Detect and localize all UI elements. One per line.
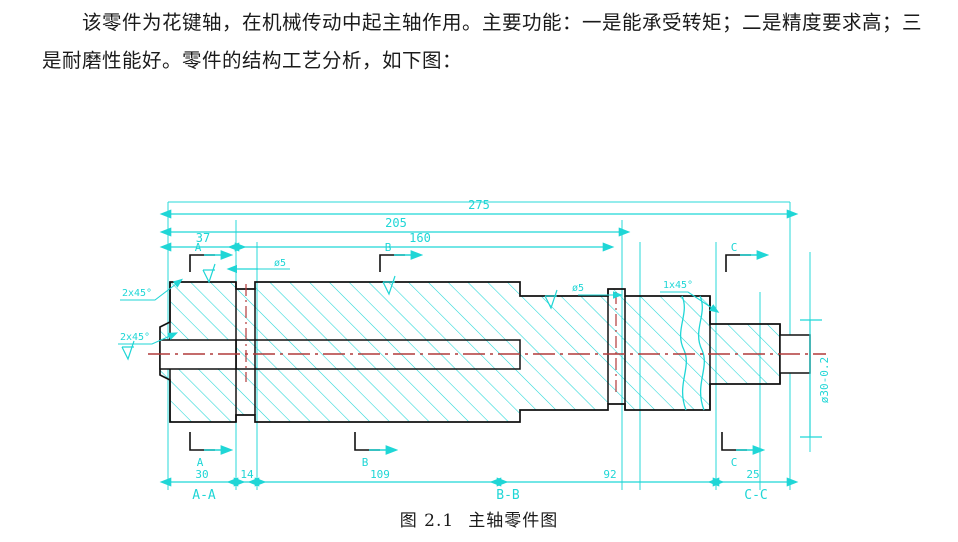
figure-caption-text: 主轴零件图 [468, 511, 559, 531]
dimension-109: 109 [247, 468, 509, 487]
chamfer-note-right-label: 1x45° [663, 280, 693, 291]
section-marker-a-bottom-label: A [197, 456, 204, 469]
dimension-205-label: 205 [385, 216, 407, 230]
section-title-cc: C-C [744, 488, 767, 500]
technical-drawing-figure: 275 205 160 37 A [0, 92, 958, 500]
cad-drawing-canvas: 275 205 160 37 A [0, 92, 958, 500]
hole-label-right-text: ø5 [572, 283, 584, 294]
dimension-160-label: 160 [409, 231, 431, 245]
dimension-30-label: 30 [195, 468, 208, 481]
section-title-cc-label: C-C [744, 488, 767, 500]
hole-label-left-text: ø5 [274, 258, 286, 269]
part-body-outline [159, 281, 781, 423]
dimension-25-label: 25 [746, 468, 759, 481]
dimension-92: 92 [489, 468, 725, 487]
surface-finish-symbol-2 [382, 275, 396, 296]
dimension-205: 205 [159, 216, 631, 237]
section-marker-b-top: B [379, 241, 424, 272]
dimension-14-label: 14 [240, 468, 254, 481]
section-marker-c-top-label: C [731, 241, 738, 254]
section-marker-b-bottom: B [354, 432, 399, 469]
section-marker-c-bottom-label: C [731, 456, 738, 469]
dimension-37-label: 37 [196, 231, 210, 245]
section-title-bb-label: B-B [496, 488, 520, 500]
chamfer-note-bottom-left-label: 2x45° [120, 332, 150, 343]
dimension-109-label: 109 [370, 468, 390, 481]
section-marker-c-bottom: C [721, 432, 766, 469]
dimension-275: 275 [159, 198, 799, 219]
dimension-37: 37 [159, 231, 247, 252]
dimension-30: 30 [159, 468, 246, 487]
surface-finish-symbol-4 [121, 340, 135, 361]
body-paragraph: 该零件为花键轴，在机械传动中起主轴作用。主要功能：一是能承受转矩；二是精度要求高… [42, 4, 922, 80]
section-marker-a-top-label: A [195, 241, 202, 254]
section-marker-a-bottom: A [189, 432, 234, 469]
dimension-160: 160 [227, 231, 615, 252]
section-marker-a-top: A [189, 241, 234, 272]
section-title-aa-label: A-A [192, 488, 216, 500]
diameter-note-right-label: ø30-0.2 [818, 357, 831, 403]
hole-label-left: ø5 [226, 258, 290, 274]
dimension-14: 14 [226, 468, 267, 487]
chamfer-note-top-left: 2x45° [120, 278, 183, 301]
dimension-92-label: 92 [603, 468, 616, 481]
chamfer-note-right: 1x45° [660, 280, 720, 313]
surface-finish-symbol-3 [544, 289, 558, 310]
section-marker-c-top: C [725, 241, 770, 272]
section-title-aa: A-A [192, 488, 216, 500]
break-line [679, 295, 705, 411]
section-marker-b-top-label: B [385, 241, 392, 254]
figure-caption-number: 图 2.1 [399, 511, 455, 531]
surface-finish-symbol-1 [202, 263, 216, 284]
diameter-note-right: ø30-0.2 [800, 319, 831, 438]
chamfer-note-bottom-left: 2x45° [118, 332, 179, 345]
section-title-bb: B-B [496, 488, 520, 500]
section-marker-b-bottom-label: B [362, 456, 369, 469]
dimension-275-label: 275 [468, 198, 490, 212]
paragraph-text: 该零件为花键轴，在机械传动中起主轴作用。主要功能：一是能承受转矩；二是精度要求高… [42, 11, 923, 72]
groove-centerlines [245, 284, 617, 392]
dimension-25: 25 [707, 468, 799, 487]
hole-label-right: ø5 [572, 283, 623, 299]
chamfer-note-top-left-label: 2x45° [122, 288, 152, 299]
figure-caption: 图 2.1 主轴零件图 [0, 506, 958, 531]
